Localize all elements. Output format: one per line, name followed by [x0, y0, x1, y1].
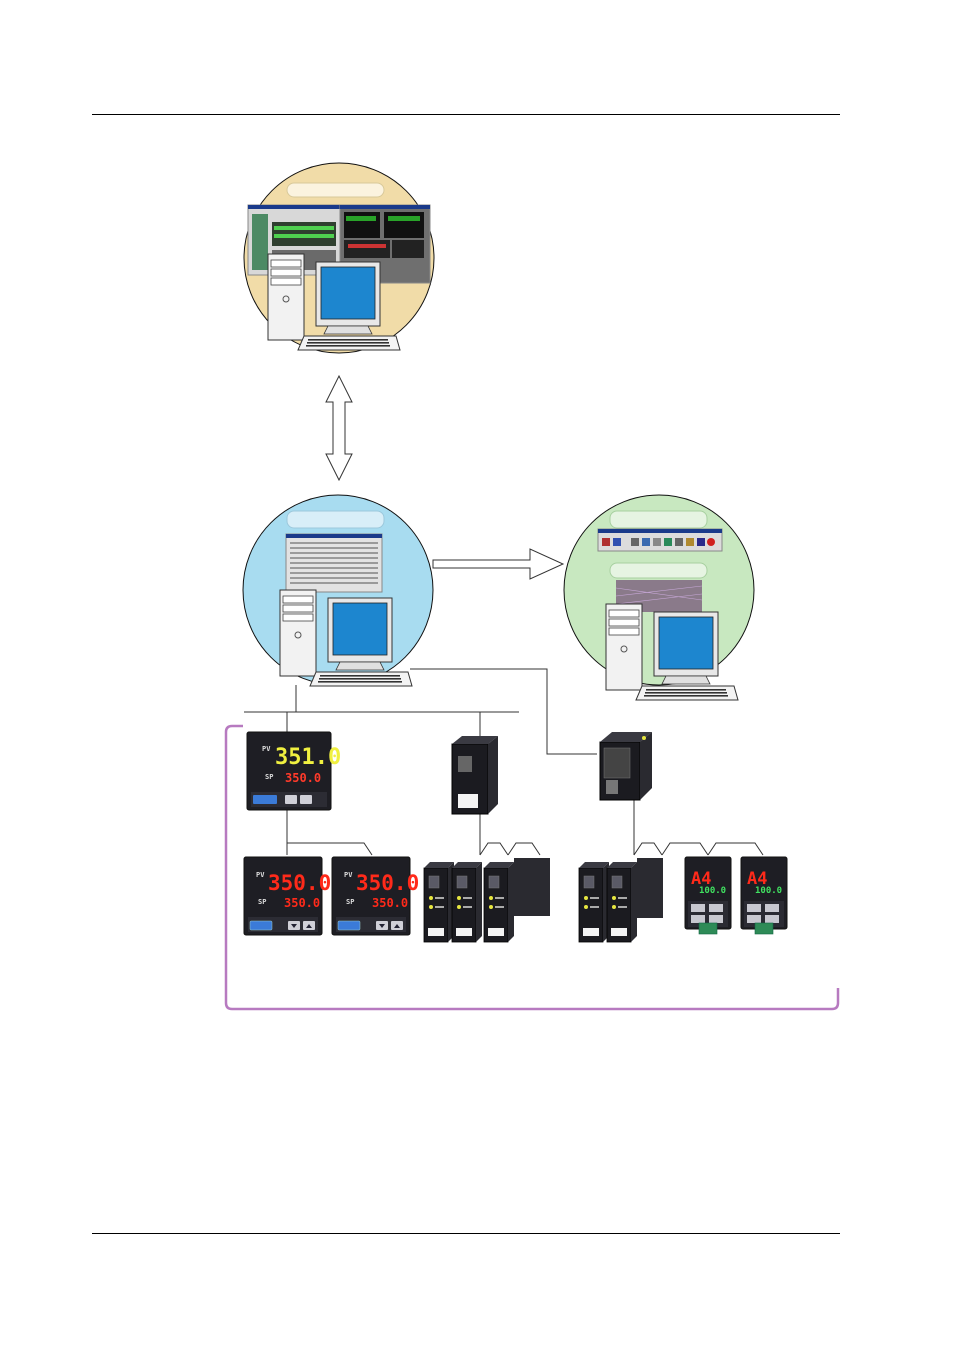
upper-label-box [286, 182, 385, 198]
pv-readout: 350.0 [268, 871, 331, 895]
right-label-box-top [609, 510, 708, 529]
desktop-computer-icon [605, 603, 739, 701]
svg-text:PV: PV [262, 745, 271, 753]
signal-conditioner-module [423, 861, 455, 943]
svg-text:SP: SP [265, 773, 273, 781]
upper-pc-node [243, 162, 435, 354]
right-arrow [432, 548, 565, 580]
header-rule [92, 114, 840, 115]
svg-text:PV: PV [256, 871, 265, 879]
small-indicator-2: A4 100.0 [740, 856, 788, 935]
signal-conditioner-module [606, 861, 638, 943]
pv-readout: 350.0 [356, 871, 419, 895]
communication-converter-1 [451, 736, 498, 815]
desktop-computer-icon [267, 253, 401, 351]
footer-rule [92, 1233, 840, 1234]
svg-text:PV: PV [344, 871, 353, 879]
small-indicator-1: A4 100.0 [684, 856, 732, 935]
indicator-main-readout: A4 [691, 869, 711, 889]
software-table-screenshot [285, 533, 383, 593]
indicator-sub-readout: 100.0 [755, 886, 782, 896]
signal-conditioner-module [451, 861, 483, 943]
lower-panel-controller-2: PV 350.0 SP 350.0 [331, 856, 419, 936]
sp-readout: 350.0 [372, 896, 408, 910]
module-extension [514, 858, 550, 916]
right-pc-node [563, 494, 755, 701]
middle-label-box [286, 510, 385, 529]
toolbar-screenshot [597, 528, 723, 552]
pv-readout: 351.0 [275, 745, 341, 770]
indicator-main-readout: A4 [747, 869, 767, 889]
signal-conditioner-module [578, 861, 610, 943]
indicator-sub-readout: 100.0 [699, 886, 726, 896]
top-panel-controller: PV 351.0 SP 350.0 [246, 731, 341, 811]
communication-converter-2 [599, 732, 652, 801]
fieldbus-group-frame [224, 724, 840, 1011]
middle-pc-node [242, 494, 434, 687]
sp-readout: 350.0 [285, 771, 321, 785]
sp-readout: 350.0 [284, 896, 320, 910]
desktop-computer-icon [279, 589, 413, 687]
module-extension [637, 858, 663, 918]
svg-text:SP: SP [258, 898, 266, 906]
bidirectional-arrow [325, 374, 353, 482]
svg-text:SP: SP [346, 898, 354, 906]
communication-lines [244, 668, 764, 856]
right-label-box-bottom [609, 562, 708, 579]
signal-conditioner-module [483, 861, 515, 943]
lower-panel-controller-1: PV 350.0 SP 350.0 [243, 856, 331, 936]
